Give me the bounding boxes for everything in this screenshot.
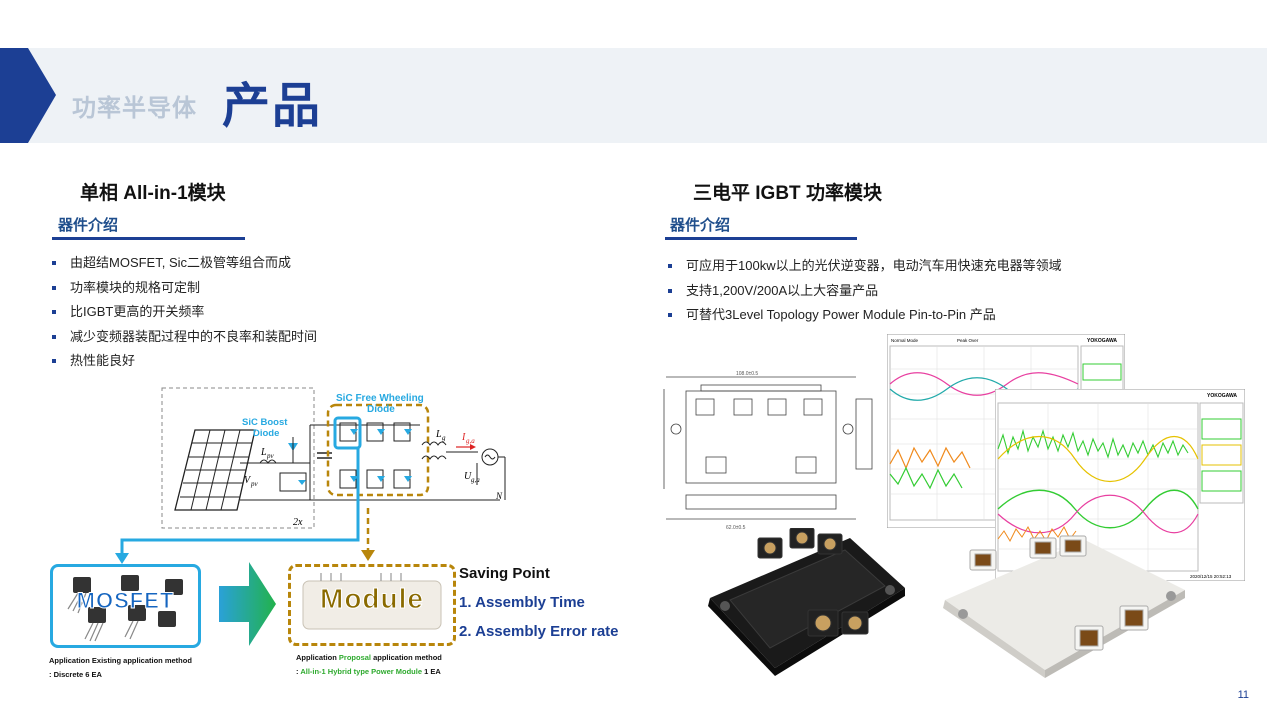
module-label: Module (320, 583, 424, 615)
connector-lines (115, 448, 375, 564)
igbt-module-black-image (708, 528, 905, 676)
svg-text:SiC Free Wheeling: SiC Free Wheeling (336, 393, 424, 404)
svg-text:Diode: Diode (253, 428, 279, 439)
list-item: 热性能良好 (50, 351, 550, 376)
list-item: 支持1,200V/200A以上大容量产品 (666, 281, 1246, 306)
scope-brand-1: YOKOGAWA (1087, 338, 1117, 344)
caption-proposal-line2-pre: : (296, 667, 301, 676)
scope-mode-1: Normal Mode (891, 338, 919, 343)
module-device-icon (302, 573, 442, 630)
caption-existing-line1: Application Existing application method (49, 656, 192, 665)
arrow-right-icon (219, 562, 276, 646)
left-bullet-list: 由超结MOSFET, Sic二极管等组合而成 功率模块的规格可定制 比IGBT更… (50, 253, 550, 376)
list-item: 减少变频器装配过程中的不良率和装配时间 (50, 327, 550, 352)
list-item: 可替代3Level Topology Power Module Pin-to-P… (666, 305, 1246, 330)
caption-proposal-pre: Application (296, 653, 339, 662)
caption-proposal-line2-green: All-in-1 Hybrid type Power Module (300, 667, 422, 676)
header-arrow-icon (0, 48, 56, 143)
svg-text:g,a: g,a (466, 437, 475, 445)
left-heading: 单相 All-in-1模块 (80, 183, 226, 204)
page-title: 产品 (222, 80, 323, 133)
svg-text:U: U (464, 471, 472, 482)
svg-text:V: V (244, 475, 252, 486)
caption-proposal-line2-post: 1 EA (422, 667, 441, 676)
mechanical-drawing: 108.0±0.5 62.0±0.5 (656, 369, 892, 539)
scope-timestamp: 2020/12/15 20:52:13 (1190, 574, 1232, 579)
solar-panel-icon (174, 429, 256, 511)
caption-proposal: Application Proposal application method … (296, 651, 442, 679)
saving-item-1: 1. Assembly Time (459, 594, 585, 611)
mosfet-label: MOSFET (76, 588, 175, 614)
right-subheading: 器件介绍 (670, 217, 731, 234)
igbt-module-white-image (943, 535, 1185, 678)
svg-text:g: g (442, 434, 446, 442)
svg-text:Diode: Diode (367, 404, 395, 415)
svg-text:L: L (435, 429, 442, 440)
svg-text:108.0±0.5: 108.0±0.5 (736, 371, 758, 377)
list-item: 由超结MOSFET, Sic二极管等组合而成 (50, 253, 550, 278)
right-bullet-list: 可应用于100kw以上的光伏逆变器，电动汽车用快速充电器等领域 支持1,200V… (666, 256, 1246, 330)
scope-peak-1: Peak Over (957, 338, 979, 343)
right-heading: 三电平 IGBT 功率模块 (693, 183, 882, 204)
list-item: 可应用于100kw以上的光伏逆变器，电动汽车用快速充电器等领域 (666, 256, 1246, 281)
caption-proposal-green: Proposal (338, 653, 372, 662)
svg-text:I: I (461, 432, 466, 443)
saving-title: Saving Point (459, 565, 550, 582)
caption-existing-line2: : Discrete 6 EA (49, 670, 102, 679)
page-number: 11 (1237, 689, 1249, 701)
header-band (0, 48, 1267, 143)
list-item: 比IGBT更高的开关频率 (50, 302, 550, 327)
saving-item-2: 2. Assembly Error rate (459, 623, 619, 640)
title-prefix: 功率半导体 (72, 95, 197, 122)
svg-text:N: N (495, 491, 503, 501)
svg-text:62.0±0.5: 62.0±0.5 (726, 525, 746, 531)
list-item: 功率模块的规格可定制 (50, 278, 550, 303)
left-subheading: 器件介绍 (58, 217, 119, 234)
right-underline (665, 237, 857, 240)
caption-proposal-post: application method (371, 653, 442, 662)
svg-text:L: L (260, 447, 267, 458)
mosfet-transistors-icon (67, 575, 183, 642)
svg-text:2x: 2x (293, 517, 303, 528)
svg-text:g,a: g,a (471, 476, 480, 484)
oscilloscope-screen-front: YOKOGAWA 2020/12/15 20:52:13 (995, 389, 1245, 581)
caption-existing: Application Existing application method … (49, 654, 192, 682)
svg-text:pv: pv (250, 480, 259, 488)
scope-brand-2: YOKOGAWA (1207, 393, 1237, 399)
left-underline (52, 237, 245, 240)
svg-text:SiC Boost: SiC Boost (242, 417, 288, 428)
circuit-diagram: SiC Boost Diode SiC Free Wheeling Diode … (161, 387, 506, 529)
svg-text:pv: pv (266, 452, 275, 460)
module-box (288, 564, 456, 646)
mosfet-box (50, 564, 201, 648)
